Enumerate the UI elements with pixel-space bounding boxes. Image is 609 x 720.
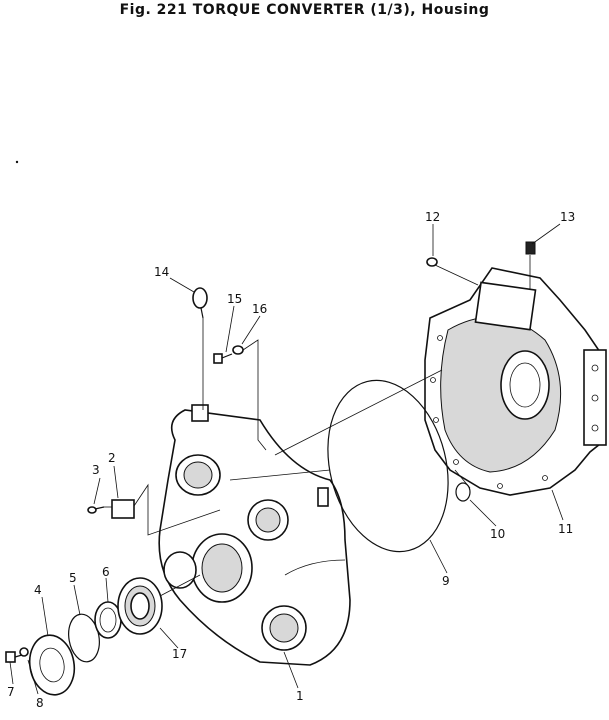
callout-13: 13 <box>560 210 575 224</box>
bolt-part-3 <box>87 506 105 514</box>
o-ring-part-9 <box>327 379 449 553</box>
callout-16: 16 <box>252 302 267 316</box>
callout-10: 10 <box>490 527 505 541</box>
callout-12: 12 <box>425 210 440 224</box>
plug-part-13 <box>525 241 536 255</box>
callout-17: 17 <box>172 647 187 661</box>
callout-9: 9 <box>442 574 450 588</box>
callout-14: 14 <box>154 265 169 279</box>
callout-15: 15 <box>227 292 242 306</box>
callout-2: 2 <box>108 451 116 465</box>
callout-11: 11 <box>558 522 573 536</box>
gear-case-part-1 <box>158 404 351 666</box>
housing-part-11 <box>424 267 607 496</box>
callout-6: 6 <box>102 565 110 579</box>
callout-5: 5 <box>69 571 77 585</box>
bearing-part-17 <box>117 577 163 635</box>
callout-1: 1 <box>296 689 304 703</box>
washer-part-8 <box>19 647 29 657</box>
stray-dot <box>15 160 19 164</box>
race-part-6 <box>94 601 122 639</box>
plug-part-12 <box>426 257 438 267</box>
o-ring-part-10 <box>455 482 471 502</box>
callout-4: 4 <box>34 583 42 597</box>
washer-part-16 <box>232 345 244 355</box>
assembly-lines <box>104 255 531 597</box>
callout-8: 8 <box>36 696 44 710</box>
leader-lines <box>9 223 564 695</box>
callout-3: 3 <box>92 463 100 477</box>
callout-7: 7 <box>7 685 15 699</box>
eye-bolt-part-14 <box>192 287 208 319</box>
cover-part-2 <box>111 499 135 519</box>
bolt-part-15 <box>213 353 233 364</box>
cover-plate-part-4 <box>28 634 76 696</box>
figure-title: Fig. 221 TORQUE CONVERTER (1/3), Housing <box>119 2 490 18</box>
